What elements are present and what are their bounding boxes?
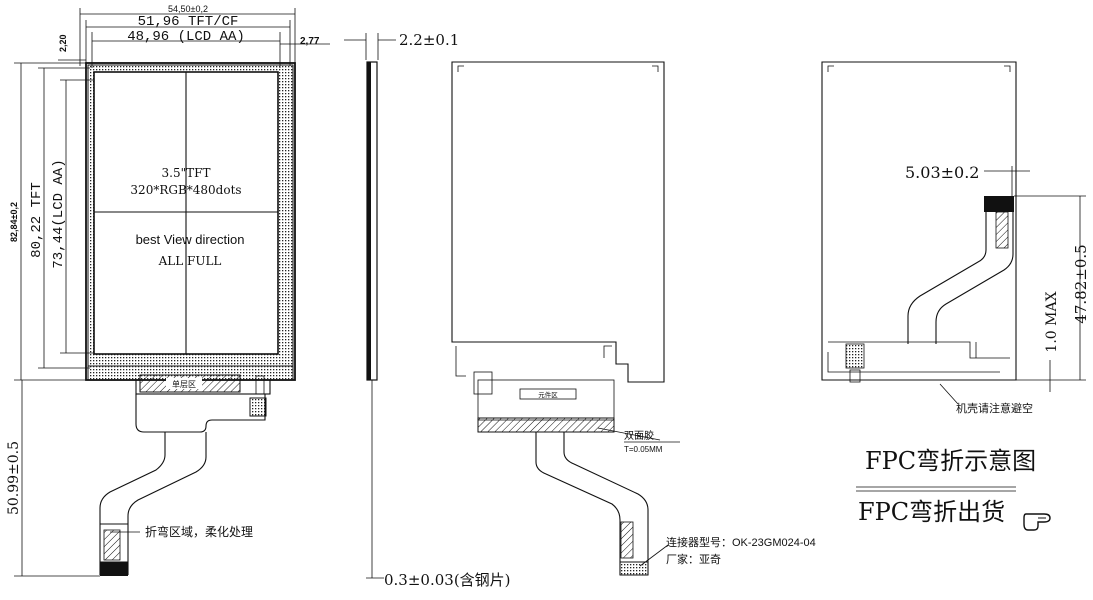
bent-inner2 — [827, 342, 1000, 373]
back-fpc-root — [477, 379, 615, 421]
spec-resolution: 320*RGB*480dots — [130, 183, 241, 197]
back-fpc-right — [563, 432, 649, 575]
pointing-hand-icon — [1023, 513, 1051, 531]
bent-tab — [849, 369, 861, 383]
side-view: 2.2±0.1 0.3±0.03(含钢片) — [344, 31, 511, 589]
bent-connector — [984, 196, 1014, 212]
spec-size: 3.5"TFT — [162, 166, 211, 180]
stiffener-box — [519, 388, 577, 400]
dim-outer-height: 82,84±0,2 — [9, 202, 19, 242]
tape-label: 双面胶 — [624, 429, 654, 442]
label-bg — [166, 378, 202, 389]
dim-thickness: 2.2±0.1 — [399, 31, 459, 49]
dim-height: 47.82±0.5 — [1072, 244, 1090, 323]
back-view: 元件区 双面胶 T=0.05MM 连接器型号：OK-23GM024-04 厂家：… — [451, 61, 816, 576]
leader-line — [939, 383, 959, 405]
fpc-right-edge — [127, 432, 207, 575]
front-view: 54,50±0,2 51,96 TFT/CF 48,96 (LCD AA) 2,… — [6, 4, 330, 577]
dim-steel: 0.3±0.03(含钢片) — [384, 571, 511, 589]
leader-line — [639, 544, 669, 567]
connector-label: 连接器型号：OK-23GM024-04 — [666, 535, 816, 549]
back-fpc-left — [535, 432, 621, 575]
dim-tft-height: 80,22 TFT — [29, 182, 45, 258]
fpc-contacts — [103, 529, 121, 561]
bent-inner — [827, 65, 1011, 359]
back-outline — [451, 61, 665, 383]
legend: FPC弯折示意图 FPC弯折出货 — [856, 447, 1051, 531]
tape-thickness: T=0.05MM — [624, 445, 663, 454]
view-direction-label: best View direction — [136, 232, 245, 247]
component-pad — [249, 397, 267, 417]
back-corners — [455, 65, 659, 377]
diagram-title: FPC弯折示意图 — [865, 447, 1036, 475]
dim-max: 1.0 MAX — [1044, 291, 1060, 352]
bent-contacts — [995, 211, 1009, 249]
fpc-left-edge — [99, 432, 166, 575]
dim-tft-width: 51,96 TFT/CF — [138, 14, 239, 30]
bent-pad — [845, 343, 865, 369]
bent-fpc-left — [907, 212, 987, 344]
connector — [619, 561, 649, 576]
leader-line — [597, 427, 661, 441]
dim-offset: 5.03±0.2 — [905, 163, 979, 182]
dim-side-gap: 2,77 — [300, 36, 320, 47]
fpc-upper-path — [135, 394, 266, 433]
maker-label: 厂家：亚奇 — [666, 552, 721, 566]
stiffener-label: 元件区 — [538, 390, 558, 399]
view-direction-value: ALL FULL — [158, 254, 222, 268]
bend-note: 折弯区域，柔化处理 — [145, 524, 253, 539]
dim-aa-height: 73,44(LCD AA) — [51, 159, 67, 268]
single-layer-label: 单层区 — [172, 379, 196, 389]
housing-note: 机壳请注意避空 — [956, 401, 1033, 415]
shipping-title: FPC弯折出货 — [858, 498, 1005, 526]
fpc-end — [100, 562, 128, 576]
bent-view: 5.03±0.2 机壳请注意避空 47.82±0.5 1.0 MAX — [821, 61, 1090, 415]
back-fpc-contacts — [620, 521, 634, 559]
dim-outer-width: 54,50±0,2 — [168, 4, 208, 14]
dim-top-gap: 2,20 — [58, 34, 68, 52]
back-tab-left — [473, 371, 493, 395]
dim-fpc-length: 50.99±0.5 — [6, 441, 22, 515]
glass-layer — [367, 62, 371, 380]
bent-fpc-right — [935, 212, 1014, 344]
bent-outline — [821, 61, 1017, 381]
double-tape — [477, 417, 615, 433]
fpc-tab — [255, 375, 265, 395]
dim-aa-width: 48,96 (LCD AA) — [127, 29, 245, 45]
